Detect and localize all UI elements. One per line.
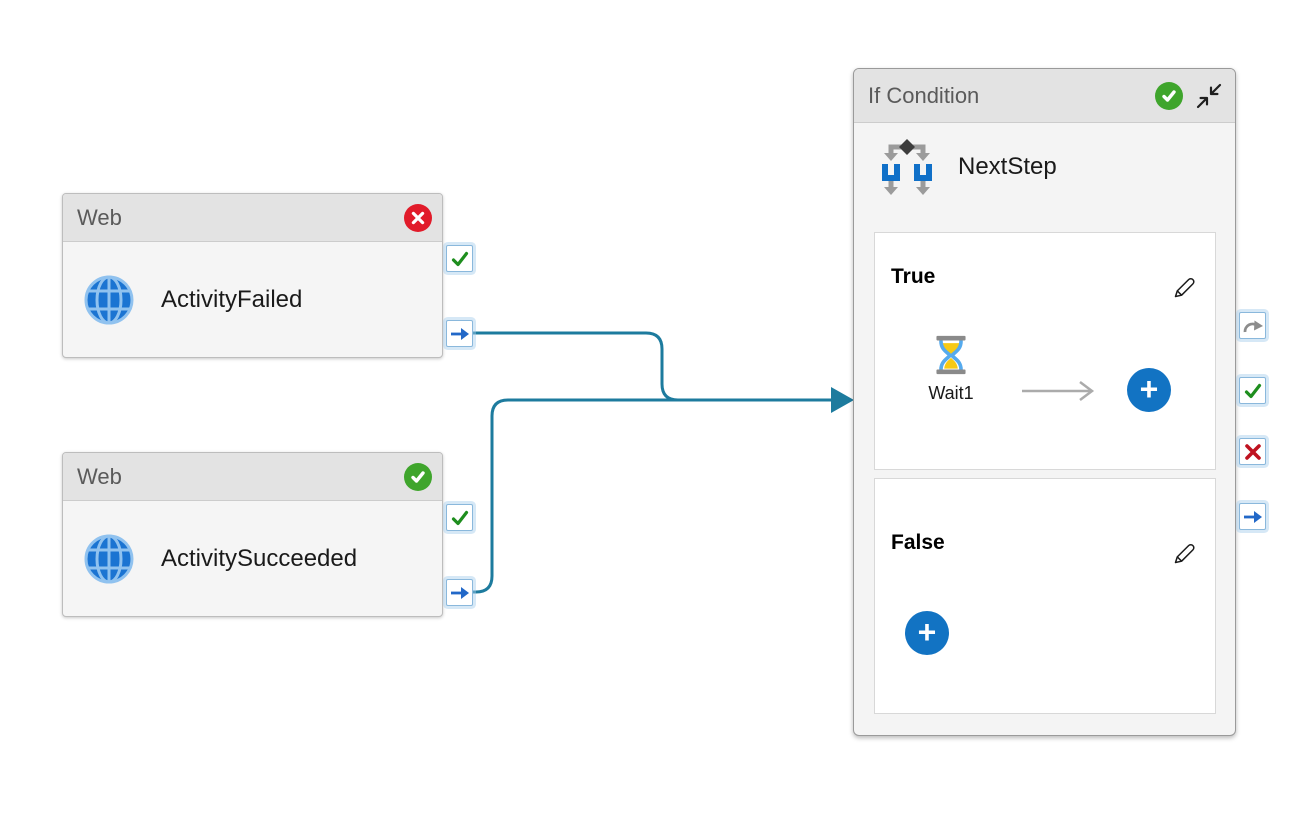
completion-port[interactable] [1239, 312, 1266, 339]
node-header[interactable]: Web [63, 453, 442, 501]
activity-name: NextStep [958, 153, 1057, 180]
success-port[interactable] [1239, 377, 1266, 404]
check-mark-icon [1162, 89, 1176, 102]
connector-arrowhead [831, 387, 854, 413]
next-activity-arrow-icon [1022, 381, 1095, 401]
node-body: ActivityFailed [63, 242, 442, 358]
add-activity-button[interactable]: + [905, 611, 949, 655]
success-port[interactable] [446, 504, 473, 531]
success-badge [1155, 81, 1183, 110]
branch-false[interactable]: False + [874, 478, 1216, 714]
arrow-right-icon [451, 327, 469, 340]
x-mark-icon [411, 211, 425, 224]
if-condition-activity-row: NextStep [878, 135, 1057, 199]
success-badge [404, 462, 432, 491]
activity-name: ActivitySucceeded [161, 545, 358, 572]
add-activity-button[interactable]: + [1127, 368, 1171, 412]
connector-activityfailed-to-if[interactable] [473, 331, 832, 402]
node-body: ActivitySucceeded [63, 501, 442, 617]
wait-activity-name: Wait1 [928, 383, 974, 403]
globe-icon [84, 534, 134, 584]
hourglass-icon [936, 335, 966, 375]
branch-label: True [891, 265, 936, 288]
node-header[interactable]: If Condition [854, 69, 1235, 123]
check-icon [451, 510, 468, 525]
output-port[interactable] [1239, 503, 1266, 530]
arrow-right-icon [1244, 510, 1262, 523]
check-icon [1244, 383, 1261, 398]
pencil-icon[interactable] [1171, 541, 1197, 567]
activity-node-web-succeeded[interactable]: Web ActivitySucceeded [62, 452, 443, 617]
activity-type-label: Web [77, 204, 122, 230]
if-condition-node[interactable]: If Condition [853, 68, 1236, 736]
pencil-icon[interactable] [1171, 275, 1197, 301]
activity-node-web-failed[interactable]: Web ActivityFailed [62, 193, 443, 358]
skip-arrow-icon [1243, 320, 1263, 332]
connector-activitysucceeded-to-if[interactable] [473, 398, 832, 594]
activity-type-label: If Condition [868, 82, 980, 108]
globe-icon [84, 275, 134, 325]
wait-activity-tile[interactable]: Wait1 [915, 333, 987, 404]
error-badge [404, 203, 432, 232]
arrow-right-icon [451, 586, 469, 599]
collapse-icon[interactable] [1195, 82, 1223, 110]
if-condition-icon [882, 139, 932, 195]
node-header[interactable]: Web [63, 194, 442, 242]
activity-type-label: Web [77, 463, 122, 489]
check-icon [451, 251, 468, 266]
failure-port[interactable] [1239, 438, 1266, 465]
success-port[interactable] [446, 245, 473, 272]
activity-name: ActivityFailed [161, 286, 303, 313]
check-mark-icon [411, 470, 425, 483]
branch-true[interactable]: True Wait1 + [874, 232, 1216, 470]
output-port[interactable] [446, 320, 473, 347]
x-icon [1244, 443, 1261, 460]
output-port[interactable] [446, 579, 473, 606]
branch-label: False [891, 531, 945, 554]
